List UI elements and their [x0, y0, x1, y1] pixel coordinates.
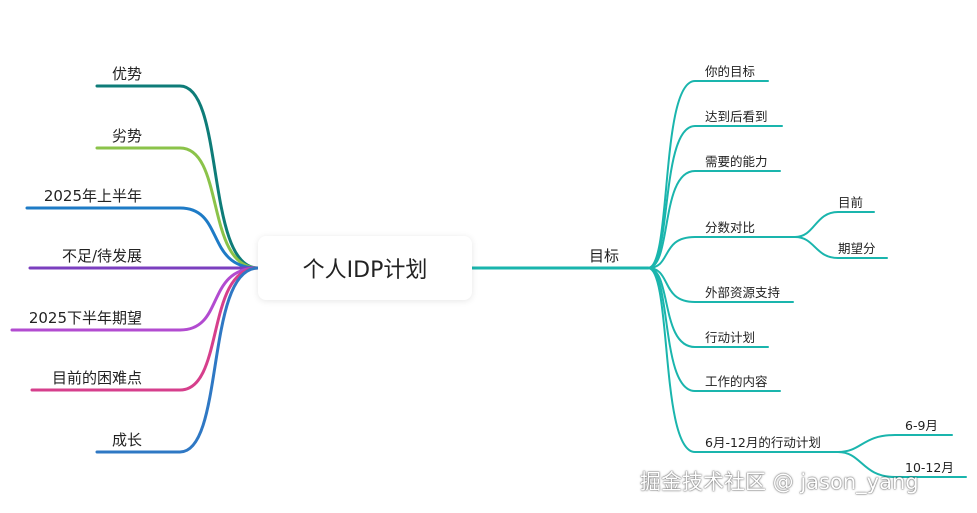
grandchild-branch-line [837, 434, 953, 453]
child-branch-label[interactable]: 你的目标 [705, 64, 756, 79]
grandchild-branch-line [794, 211, 875, 238]
left-branch-label[interactable]: 目前的困难点 [51, 369, 142, 387]
right-root-label[interactable]: 目标 [589, 247, 620, 265]
child-branch-label[interactable]: 工作的内容 [705, 374, 768, 389]
child-branch-label[interactable]: 行动计划 [705, 330, 756, 345]
left-branch-label[interactable]: 2025年上半年 [43, 187, 142, 205]
grandchild-branch-label[interactable]: 10-12月 [905, 460, 954, 475]
child-branch-line [647, 170, 781, 269]
left-branch-label[interactable]: 优势 [111, 65, 142, 83]
left-branch-line [10, 266, 260, 332]
grandchild-branch-label[interactable]: 期望分 [838, 241, 876, 256]
grandchild-branch-label[interactable]: 目前 [838, 195, 864, 210]
central-topic[interactable]: 个人IDP计划 [258, 236, 472, 300]
child-branch-label[interactable]: 达到后看到 [705, 109, 768, 124]
child-branch-line [647, 236, 796, 269]
child-branch-line [647, 267, 794, 303]
child-branch-label[interactable]: 分数对比 [705, 220, 756, 235]
left-branch-label[interactable]: 不足/待发展 [61, 247, 142, 265]
left-branch-line [30, 266, 260, 392]
child-branch-label[interactable]: 外部资源支持 [705, 285, 781, 300]
watermark: 掘金技术社区 @ jason_yang [640, 470, 919, 494]
child-branch-line [647, 267, 839, 453]
left-branch-line [25, 206, 260, 270]
child-branch-label[interactable]: 6月-12月的行动计划 [705, 435, 821, 450]
left-branch-label[interactable]: 2025下半年期望 [28, 309, 142, 327]
central-topic-label: 个人IDP计划 [302, 258, 428, 283]
child-branch-label[interactable]: 需要的能力 [705, 154, 768, 169]
child-branch-line [647, 80, 769, 269]
left-branch-line [95, 266, 260, 454]
left-branch-line [95, 84, 260, 270]
child-branch-line [647, 125, 783, 269]
grandchild-branch-line [837, 451, 967, 478]
left-branch-line [95, 146, 260, 270]
left-branch-label[interactable]: 成长 [111, 431, 142, 449]
child-branch-line [647, 267, 781, 392]
grandchild-branch-line [794, 236, 888, 259]
grandchild-branch-label[interactable]: 6-9月 [905, 418, 938, 433]
left-branch-label[interactable]: 劣势 [111, 127, 142, 145]
